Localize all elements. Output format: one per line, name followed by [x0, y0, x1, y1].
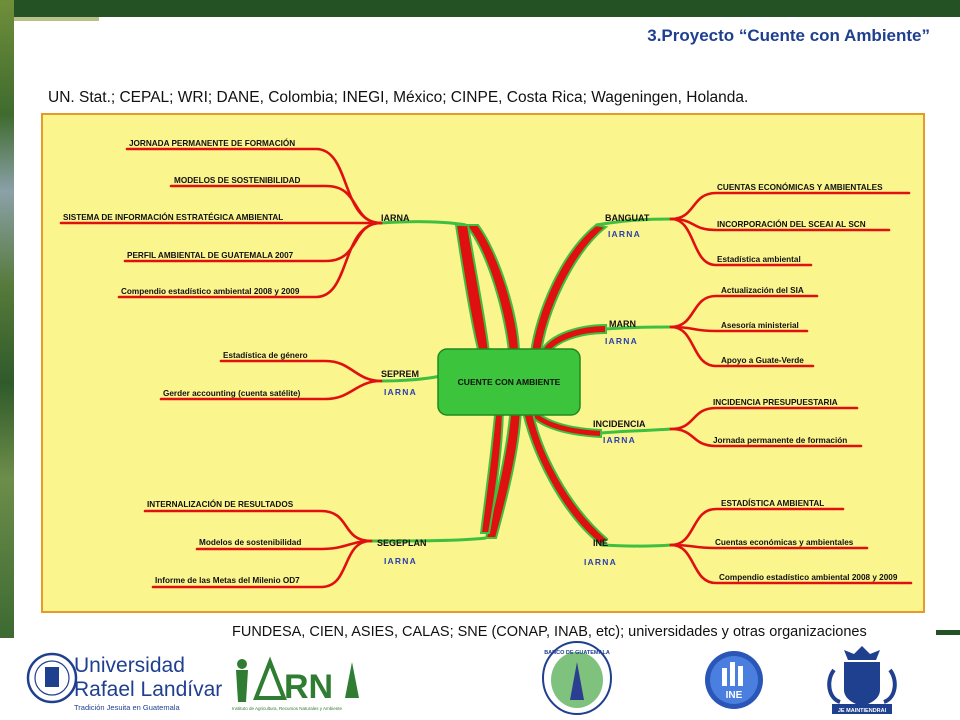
iarna-logo-sub: Instituto de Agricultura, Recursos Natur… [232, 706, 343, 711]
iarna-logo-text: RN [284, 668, 333, 706]
sources-top-text: UN. Stat.; CEPAL; WRI; DANE, Colombia; I… [48, 89, 749, 106]
leaf-label: Actualización del SIA [721, 286, 804, 295]
nl-motto: JE MAINTIENDRAI [838, 708, 887, 714]
slide-title: 3.Proyecto “Cuente con Ambiente” [647, 26, 930, 45]
left-photo-edge [14, 17, 99, 21]
leaf-label: Compendio estadístico ambiental 2008 y 2… [121, 287, 300, 296]
branch-label-marn: MARN [609, 319, 636, 329]
leaf-label: INTERNALIZACIÓN DE RESULTADOS [147, 498, 294, 509]
leaf-label: Estadística ambiental [717, 255, 801, 264]
iarna-tag: IARNA [608, 229, 641, 239]
leaf-label: PERFIL AMBIENTAL DE GUATEMALA 2007 [127, 251, 294, 260]
branch-label-iarna: IARNA [381, 213, 410, 223]
leaf-label: Apoyo a Guate-Verde [721, 356, 804, 365]
iarna-tag: IARNA [605, 336, 638, 346]
netherlands-coat-of-arms: JE MAINTIENDRAI [827, 646, 897, 714]
iarna-logo: RN Instituto de Agricultura, Recursos Na… [232, 656, 359, 711]
leaf-label: Informe de las Metas del Milenio OD7 [155, 576, 300, 585]
leaf-labels: JORNADA PERMANENTE DE FORMACIÓN MODELOS … [63, 137, 898, 585]
center-label: CUENTE CON AMBIENTE [458, 377, 561, 387]
leaf-label: ESTADÍSTICA AMBIENTAL [721, 498, 824, 508]
branch-label-incidencia: INCIDENCIA [593, 419, 646, 429]
sources-bottom-text: FUNDESA, CIEN, ASIES, CALAS; SNE (CONAP,… [232, 624, 867, 640]
branch-label-ine: INE [593, 538, 608, 548]
branch-label-banguat: BANGUAT [605, 213, 650, 223]
leaf-label: Gerder accounting (cuenta satélite) [163, 389, 301, 398]
leaf-label: Jornada permanente de formación [713, 436, 847, 445]
leaf-label: MODELOS DE SOSTENIBILIDAD [174, 176, 301, 185]
leaf-connectors [59, 147, 913, 589]
ine-logo-text: INE [726, 690, 743, 701]
leaf-label: SISTEMA DE INFORMACIÓN ESTRATÉGICA AMBIE… [63, 211, 283, 222]
iarna-tag: IARNA [584, 557, 617, 567]
branch-labels: IARNA SEPREM IARNA SEGEPLAN IARNA BANGUA… [377, 213, 650, 567]
leaf-label: Cuentas económicas y ambientales [715, 538, 854, 547]
url-name-line2: Rafael Landívar [74, 678, 222, 701]
top-bar [0, 0, 960, 17]
url-tagline: Tradición Jesuita en Guatemala [74, 703, 180, 712]
branch-label-segeplan: SEGEPLAN [377, 538, 427, 548]
iarna-tag: IARNA [603, 435, 636, 445]
leaf-label: JORNADA PERMANENTE DE FORMACIÓN [129, 137, 295, 148]
leaf-label: Asesoría ministerial [721, 321, 799, 330]
leaf-label: INCORPORACIÓN DEL SCEAI AL SCN [717, 218, 866, 229]
leaf-label: Estadística de género [223, 351, 308, 360]
banguat-logo: BANCO DE GUATEMALA [542, 641, 612, 715]
bottom-accent-bar [936, 630, 960, 635]
leaf-label: CUENTAS ECONÓMICAS Y AMBIENTALES [717, 181, 883, 192]
url-name-line1: Universidad [74, 654, 185, 677]
leaf-label: INCIDENCIA PRESUPUESTARIA [713, 398, 838, 407]
iarna-tag: IARNA [384, 556, 417, 566]
url-logo: Universidad Rafael Landívar Tradición Je… [26, 652, 222, 712]
mindmap: CUENTE CON AMBIENTE IARNA SEPREM IARNA S… [41, 113, 925, 613]
branch-label-seprem: SEPREM [381, 369, 419, 379]
left-photo-strip [0, 0, 14, 638]
iarna-tag: IARNA [384, 387, 417, 397]
leaf-label: Compendio estadístico ambiental 2008 y 2… [719, 573, 898, 582]
ine-logo: INE [705, 651, 763, 709]
leaf-label: Modelos de sostenibilidad [199, 538, 301, 547]
trunks [454, 223, 609, 547]
banguat-logo-text: BANCO DE GUATEMALA [544, 650, 610, 656]
center-node: CUENTE CON AMBIENTE [437, 348, 581, 416]
logo-strip: Universidad Rafael Landívar Tradición Je… [26, 641, 897, 715]
